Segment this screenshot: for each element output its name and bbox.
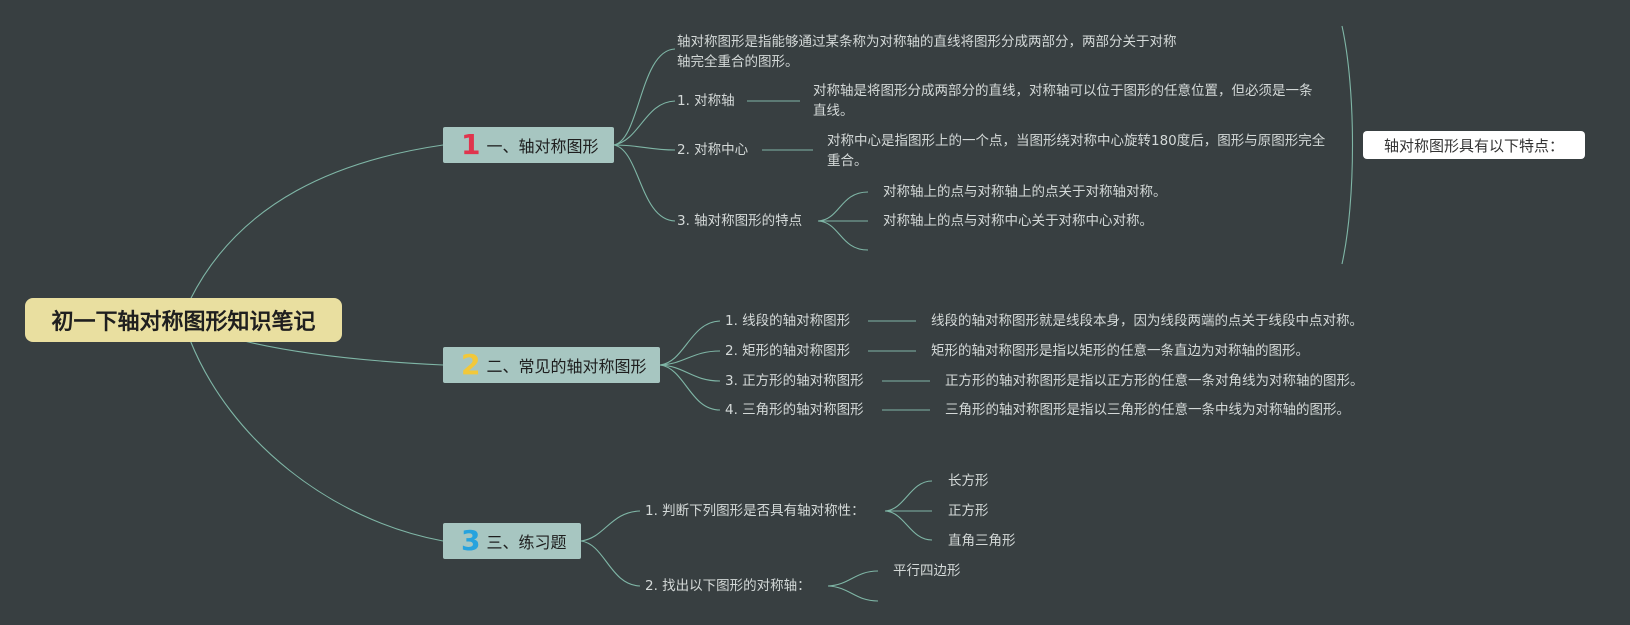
t1-item-1[interactable]: 1. 对称轴 [677,93,735,109]
t3-item-1-child-1: 长方形 [948,473,989,489]
t2-item-1-detail: 线段的轴对称图形就是线段本身，因为线段两端的点关于线段中点对称。 [931,313,1363,329]
connector-root-topic3 [189,339,444,542]
t3-item-2-child-1: 平行四边形 [893,563,961,579]
t3-item-2[interactable]: 2. 找出以下图形的对称轴： [645,578,811,594]
callout-note[interactable]: 轴对称图形具有以下特点： [1363,131,1585,159]
connector-t3-item1 [580,510,641,542]
t1-item-2-detail: 对称中心是指图形上的一个点，当图形绕对称中心旋转180度后，图形与原图形完全重合… [827,133,1326,169]
t1-item-1-detail: 对称轴是将图形分成两部分的直线，对称轴可以位于图形的任意位置，但必须是一条直线。 [813,83,1313,119]
connector-t2-item4 [659,364,721,411]
topic-2[interactable]: 2 二、常见的轴对称图形 [443,347,660,383]
connector-t3-q2-child1 [827,570,879,587]
t2-item-2[interactable]: 2. 矩形的轴对称图形 [725,343,851,359]
t3-item-1[interactable]: 1. 判断下列图形是否具有轴对称性： [645,503,865,519]
t1-item-3-child-2: 对称轴上的点与对称中心关于对称中心对称。 [883,213,1153,229]
t1-item-3-child-1: 对称轴上的点与对称轴上的点关于对称轴对称。 [883,184,1167,200]
t2-item-3[interactable]: 3. 正方形的轴对称图形 [725,373,864,389]
t2-item-3-detail: 正方形的轴对称图形是指以正方形的任意一条对角线为对称轴的图形。 [945,373,1364,389]
t1-intro-text: 轴对称图形是指能够通过某条称为对称轴的直线将图形分成两部分，两部分关于对称轴完全… [677,34,1177,70]
topic-1-label: 一、轴对称图形 [486,137,599,156]
t1-item-2[interactable]: 2. 对称中心 [677,142,749,158]
t2-item-4[interactable]: 4. 三角形的轴对称图形 [725,402,864,418]
connector-t3-q2-child2 [827,585,879,602]
number-one-badge: 1 [461,128,481,161]
callout-bracket [1341,25,1354,265]
connector-t3-q1-child3 [884,510,933,541]
topic-2-label: 二、常见的轴对称图形 [486,357,647,376]
connector-t1-item1 [613,100,676,146]
connector-root-topic1 [189,144,444,301]
connector-t2-item1 [659,320,721,366]
number-three-badge: 3 [461,524,481,557]
connector-item3-child1 [817,191,869,222]
root-node[interactable]: 初一下轴对称图形知识笔记 [25,298,342,342]
connector-t1-item3 [613,144,676,222]
connector-t3-item2 [580,540,641,587]
topic-3[interactable]: 3 三、练习题 [443,523,581,559]
t2-item-1[interactable]: 1. 线段的轴对称图形 [725,313,851,329]
t2-item-4-detail: 三角形的轴对称图形是指以三角形的任意一条中线为对称轴的图形。 [945,402,1350,418]
connector-t2-item3 [659,364,721,382]
connector-t1-item2 [613,144,676,151]
number-two-badge: 2 [461,348,481,381]
connector-root-topic2 [239,339,444,366]
t1-item-3[interactable]: 3. 轴对称图形的特点 [677,213,803,229]
connector-t1-intro [613,48,676,146]
connector-t2-item2 [659,350,721,366]
connector-t3-q1-child1 [884,480,933,512]
topic-1[interactable]: 1 一、轴对称图形 [443,127,614,163]
t3-item-1-child-3: 直角三角形 [948,533,1016,549]
topic-3-label: 三、练习题 [486,533,567,552]
connector-item3-child3 [817,220,869,251]
t2-item-2-detail: 矩形的轴对称图形是指以矩形的任意一条直边为对称轴的图形。 [931,343,1309,359]
t3-item-1-child-2: 正方形 [948,503,989,519]
